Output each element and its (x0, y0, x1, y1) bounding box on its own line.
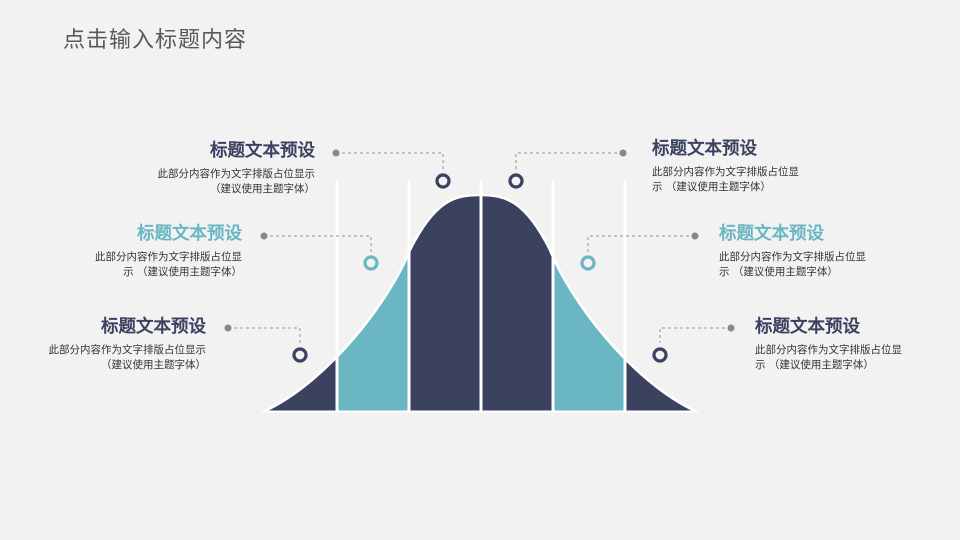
curve-outline (264, 193, 696, 413)
ring-marker (652, 347, 668, 363)
ring-marker (363, 255, 379, 271)
connector-line (336, 152, 444, 170)
block-heading: 标题文本预设 (755, 317, 860, 337)
curve-segment-3 (408, 195, 480, 411)
text-block-right-top: 标题文本预设 此部分内容作为文字排版占位显示 （建议使用主题字体） (652, 137, 808, 195)
block-description: 此部分内容作为文字排版占位显示 （建议使用主题字体） (157, 168, 316, 195)
ring-marker (292, 347, 308, 363)
block-heading: 标题文本预设 (652, 139, 757, 159)
block-description: 此部分内容作为文字排版占位显示 （建议使用主题字体） (719, 251, 866, 278)
text-block-left-middle: 标题文本预设 此部分内容作为文字排版占位显示 （建议使用主题字体） (85, 222, 242, 280)
curve-segment-2 (336, 195, 408, 411)
connector-line (659, 327, 731, 343)
block-description: 此部分内容作为文字排版占位显示 （建议使用主题字体） (95, 251, 242, 278)
connector-dot (727, 324, 735, 332)
text-block-right-bottom: 标题文本预设 此部分内容作为文字排版占位显示 （建议使用主题字体） (755, 315, 905, 373)
curve-segment-1 (265, 195, 336, 411)
slide-title: 点击输入标题内容 (63, 28, 248, 53)
block-heading: 标题文本预设 (719, 224, 824, 244)
block-description: 此部分内容作为文字排版占位显示 （建议使用主题字体） (652, 166, 799, 193)
connector-line (228, 327, 301, 343)
block-heading: 标题文本预设 (101, 317, 206, 337)
block-description: 此部分内容作为文字排版占位显示 （建议使用主题字体） (755, 344, 902, 371)
connector-line (264, 235, 372, 252)
connector-line (587, 235, 695, 252)
connector-dot (224, 324, 232, 332)
curve-segment-4 (480, 195, 552, 411)
ring-marker (435, 173, 451, 189)
ring-marker (508, 173, 524, 189)
connector-dot (619, 149, 627, 157)
connector-line (515, 152, 623, 170)
curve-segment-6 (624, 195, 695, 411)
block-heading: 标题文本预设 (137, 224, 242, 244)
curve-segment-5 (552, 195, 624, 411)
connector-dot (691, 232, 699, 240)
connector-dot (332, 149, 340, 157)
ring-marker (580, 255, 596, 271)
text-block-left-top: 标题文本预设 此部分内容作为文字排版占位显示 （建议使用主题字体） (150, 139, 316, 197)
text-block-left-bottom: 标题文本预设 此部分内容作为文字排版占位显示 （建议使用主题字体） (48, 315, 207, 373)
text-block-right-middle: 标题文本预设 此部分内容作为文字排版占位显示 （建议使用主题字体） (719, 222, 869, 280)
connector-dot (260, 232, 268, 240)
block-heading: 标题文本预设 (210, 141, 315, 161)
block-description: 此部分内容作为文字排版占位显示 （建议使用主题字体） (48, 344, 207, 371)
